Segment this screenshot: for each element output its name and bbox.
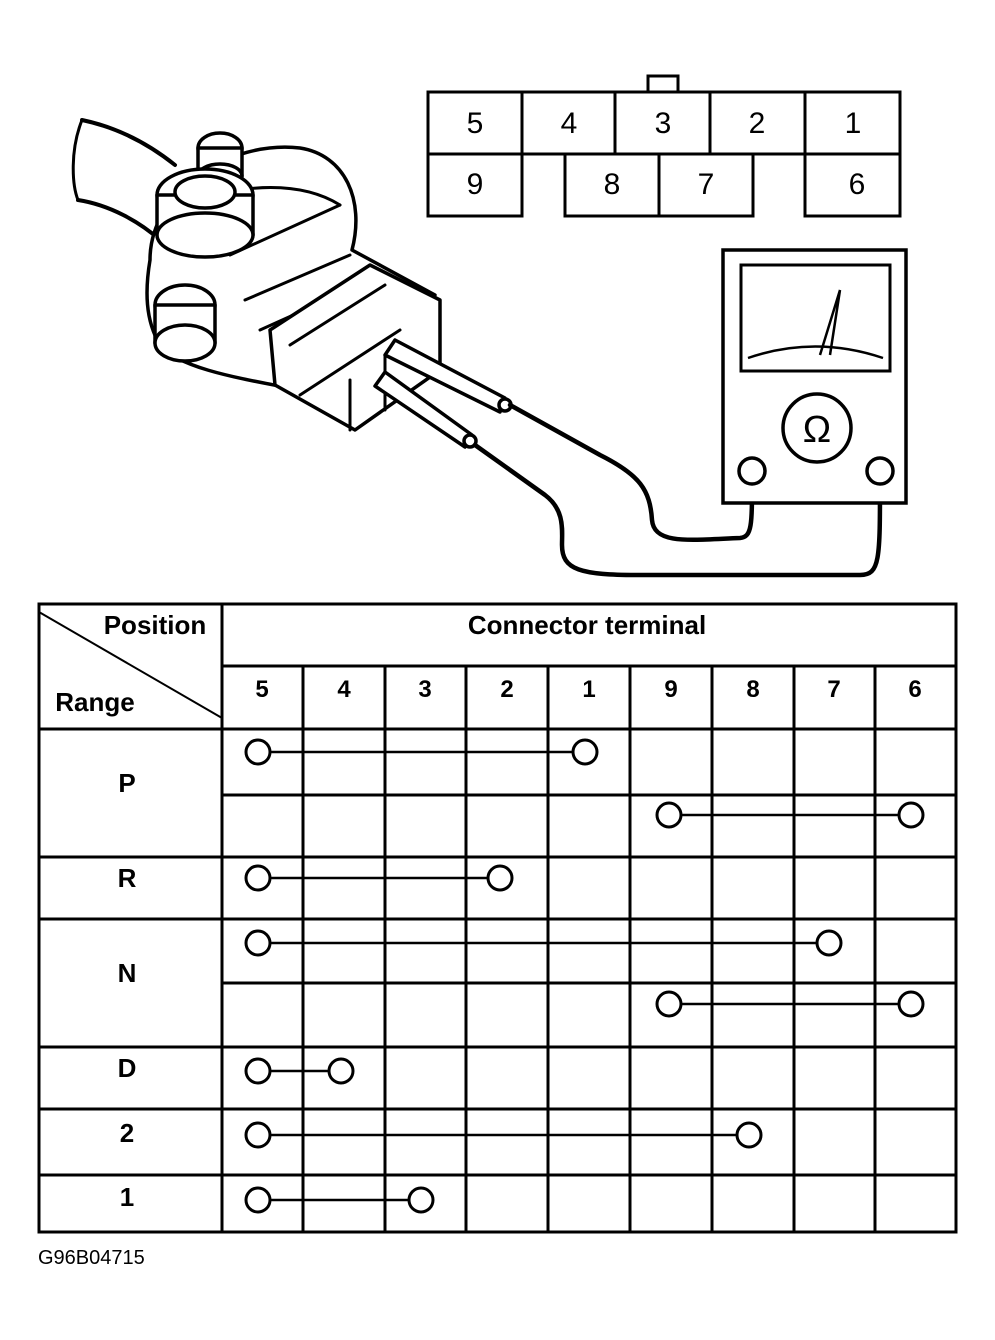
- range-label: 1: [120, 1182, 134, 1212]
- pin-label: 6: [849, 168, 866, 201]
- continuity-terminal-circle: [244, 1186, 272, 1214]
- pin-label: 8: [604, 168, 621, 201]
- ohmmeter-icon: [721, 248, 908, 505]
- continuity-terminal-circle: [244, 1121, 272, 1149]
- pin-label: 9: [467, 168, 484, 201]
- pin-label: 2: [749, 107, 766, 140]
- figure-code: G96B04715: [38, 1247, 145, 1269]
- continuity-terminal-circle: [244, 738, 272, 766]
- continuity-terminal-circle: [735, 1121, 763, 1149]
- header-connector-terminal: Connector terminal: [468, 610, 706, 640]
- continuity-terminal-circle: [815, 929, 843, 957]
- column-header: 8: [746, 676, 759, 703]
- table-header: Position Range Connector terminal: [55, 610, 706, 717]
- continuity-terminal-circle: [486, 864, 514, 892]
- continuity-terminal-circle: [244, 1057, 272, 1085]
- continuity-terminal-circle: [655, 990, 683, 1018]
- column-header: 1: [582, 676, 595, 703]
- test-leads: [472, 402, 883, 578]
- connector-face: [426, 74, 902, 218]
- connector-pin-labels: 5 4 3 2 1 9 8 7 6: [467, 107, 866, 201]
- column-header: 7: [827, 676, 840, 703]
- continuity-terminal-circle: [571, 738, 599, 766]
- column-header: 2: [500, 676, 513, 703]
- column-header: 4: [337, 676, 351, 703]
- range-label: 2: [120, 1118, 134, 1148]
- pin-label: 3: [655, 107, 672, 140]
- continuity-terminal-circle: [244, 864, 272, 892]
- column-header: 6: [908, 676, 921, 703]
- continuity-marks: [244, 738, 925, 1214]
- range-label: N: [118, 958, 137, 988]
- continuity-terminal-circle: [897, 990, 925, 1018]
- header-position: Position: [104, 610, 207, 640]
- pin-label: 1: [845, 107, 862, 140]
- range-label: R: [118, 863, 137, 893]
- range-label: P: [118, 768, 135, 798]
- column-header: 5: [255, 676, 268, 703]
- continuity-terminal-circle: [407, 1186, 435, 1214]
- range-labels: P R N D 2 1: [118, 768, 137, 1212]
- column-header: 9: [664, 676, 677, 703]
- continuity-terminal-circle: [244, 929, 272, 957]
- continuity-terminal-circle: [897, 801, 925, 829]
- connector-key-tab: [646, 74, 680, 94]
- column-header: 3: [418, 676, 431, 703]
- column-headers: 5 4 3 2 1 9 8 7 6: [255, 676, 921, 703]
- switch-illustration: [71, 118, 513, 449]
- ohm-symbol: Ω: [803, 409, 831, 451]
- continuity-terminal-circle: [327, 1057, 355, 1085]
- pin-label: 4: [561, 107, 578, 140]
- pin-label: 5: [467, 107, 484, 140]
- header-range: Range: [55, 687, 134, 717]
- range-label: D: [118, 1053, 137, 1083]
- continuity-table-grid: [37, 602, 958, 1234]
- pin-label: 7: [698, 168, 715, 201]
- continuity-terminal-circle: [655, 801, 683, 829]
